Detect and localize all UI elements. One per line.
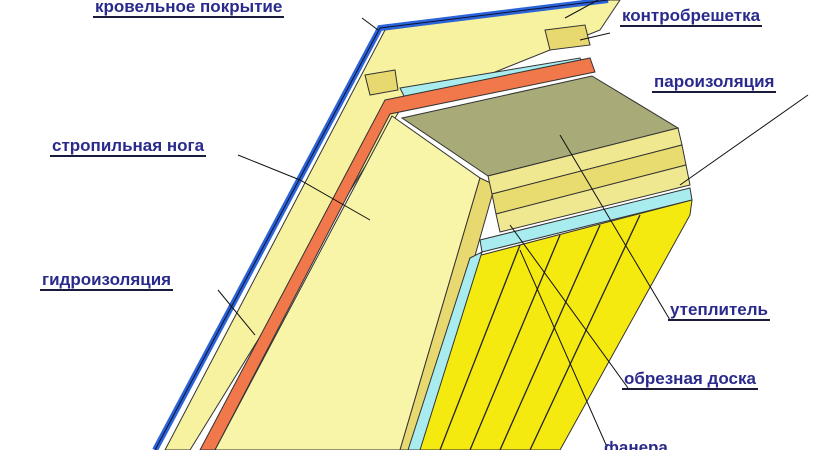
board-layers: [479, 127, 693, 253]
label-roof-covering: кровельное покрытие: [93, 0, 285, 18]
label-waterproofing: гидроизоляция: [40, 270, 174, 291]
label-counter-batten: контробрешетка: [620, 6, 763, 27]
label-edged-board: обрезная доска: [622, 369, 758, 390]
label-plywood: фанера: [604, 438, 668, 450]
battens: [364, 24, 591, 96]
orange-strip: [199, 57, 596, 450]
label-rafter: стропильная нога: [50, 136, 207, 157]
label-vapor-barrier: пароизоляция: [652, 72, 777, 93]
rafter-beam: [214, 115, 481, 450]
label-insulation: утеплитель: [668, 300, 770, 321]
leader-lines: [217, 0, 809, 448]
plank-lines: [439, 214, 641, 450]
cyan-edge: [407, 251, 483, 450]
